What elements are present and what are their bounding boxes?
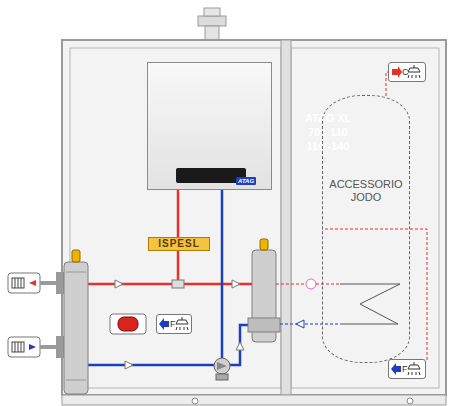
air-vent (72, 250, 80, 262)
outlet-pipe (40, 281, 56, 285)
pump-symbol (217, 362, 227, 370)
outlet-stub (56, 336, 64, 358)
radiator-symbol (12, 278, 24, 288)
flow-arrow (296, 320, 304, 328)
boiler-box: ATAG XL 70 - 110 116 -140 (147, 62, 272, 190)
cabinet-frame (62, 40, 446, 395)
cabinet-frame (70, 48, 281, 388)
tank-coil (340, 284, 400, 324)
safety-kit-box: ISPESL (148, 237, 210, 251)
heating-icon (8, 273, 40, 293)
base-hole (192, 398, 198, 404)
heating-icon (8, 337, 40, 357)
air-vent (260, 239, 268, 250)
flow-pipe (86, 283, 252, 286)
flow-arrow (125, 361, 133, 369)
coil-flow-line (276, 284, 306, 285)
outlet-pipe (40, 345, 56, 349)
return-pipe (221, 190, 224, 358)
water-letter: F (170, 319, 176, 329)
vessel-icon (110, 314, 146, 334)
hot-water-icon: C (388, 62, 426, 82)
radiator-symbol (21, 342, 22, 352)
water-letter: C (402, 67, 409, 77)
radiator-symbol (18, 278, 19, 288)
flow-arrow (236, 342, 244, 350)
water-connector (322, 229, 427, 360)
pump-symbol (214, 358, 230, 374)
coil-flow-line (316, 284, 340, 285)
brand-logo: ATAG (236, 177, 256, 185)
coil-return-line (280, 324, 340, 325)
separator-rib (66, 272, 86, 273)
radiator-symbol (15, 342, 16, 352)
cabinet-divider (281, 40, 291, 395)
flow-arrow (29, 280, 36, 286)
separator-rib (66, 380, 86, 381)
pump-motor (216, 374, 228, 380)
base-hole (407, 398, 413, 404)
radiator-symbol (18, 342, 19, 352)
flow-arrow (29, 344, 36, 350)
flow-arrow (115, 280, 123, 288)
cabinet-frame (291, 48, 439, 388)
radiator-symbol (15, 278, 16, 288)
return-pipe (86, 364, 214, 367)
flue-cap (198, 16, 226, 26)
cabinet-base (62, 395, 446, 405)
flow-arrow (232, 280, 240, 288)
tee-fitting (172, 280, 184, 288)
valve-symbol (306, 279, 316, 289)
node-text: ATAG XL 70 - 110 116 -140 (299, 111, 357, 153)
radiator-symbol (12, 342, 24, 352)
outlet-stub (56, 272, 64, 294)
node-text: ACCESSORIO JODO (323, 178, 409, 204)
manifold-port (248, 318, 280, 332)
storage-tank: ACCESSORIO JODO (322, 95, 410, 363)
hydraulic-separator (64, 262, 88, 394)
cold-water-icon: F (156, 314, 192, 334)
expansion-vessel (118, 317, 138, 331)
node-text: ISPESL (158, 238, 200, 250)
flue-cap (204, 8, 220, 16)
cold-water-icon: F (388, 359, 426, 379)
water-letter: F (402, 364, 408, 374)
radiator-symbol (21, 278, 22, 288)
